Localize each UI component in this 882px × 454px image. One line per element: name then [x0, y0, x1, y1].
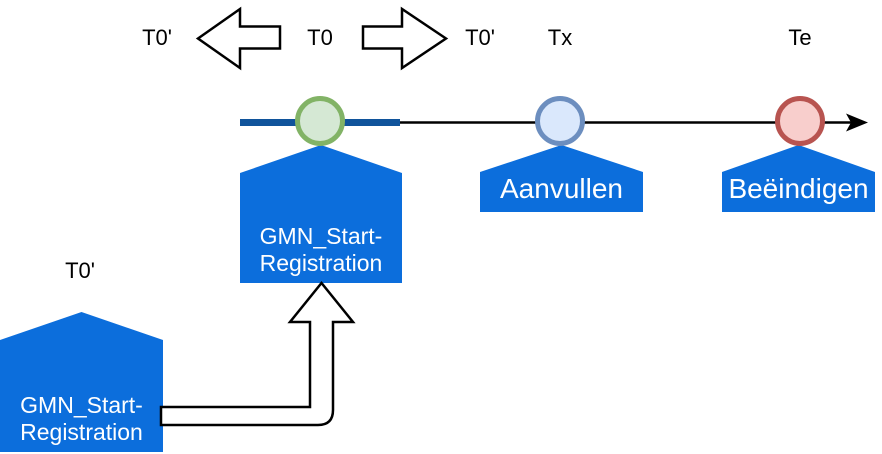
time-label-t0: T0: [307, 25, 333, 50]
time-label-t0-prime-ghost: T0': [65, 258, 95, 283]
block-arrow-left-icon: [195, 6, 282, 71]
time-label-t0-prime-left: T0': [142, 25, 172, 50]
milestone-circle-tx: [535, 96, 585, 146]
event-shape-start-registration: [240, 145, 402, 283]
time-label-tx: Tx: [547, 25, 573, 50]
milestone-circle-te: [775, 96, 825, 146]
timeline-arrowhead-icon: [846, 113, 868, 132]
event-shape-aanvullen: [480, 145, 643, 212]
event-shape-beeindigen: [722, 145, 875, 212]
time-label-t0-prime-right: T0': [465, 25, 495, 50]
block-arrow-right-icon: [361, 6, 449, 71]
milestone-circle-t0: [295, 96, 345, 146]
time-label-te: Te: [788, 25, 812, 50]
event-shape-ghost-start-registration: [0, 312, 163, 452]
promote-arrow-icon: [159, 281, 356, 427]
